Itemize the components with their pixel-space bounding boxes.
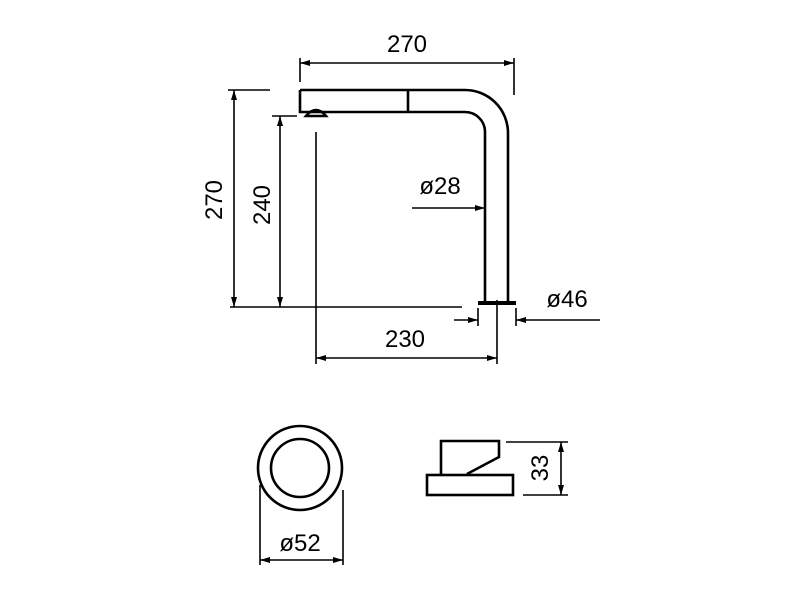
dim-label: 270 [201, 180, 228, 220]
dim-label: 33 [527, 455, 554, 482]
dim-outlet-to-center: 230 [315, 132, 498, 364]
dim-label: ø52 [279, 530, 320, 557]
dim-label: 240 [249, 185, 276, 225]
handle-side-view: 33 [425, 439, 568, 497]
handle-top-view: ø52 [256, 424, 344, 565]
dim-label: ø28 [419, 173, 460, 200]
dim-label: 270 [387, 31, 427, 58]
faucet-side-view [298, 88, 516, 305]
dim-spout-height: 240 [249, 115, 297, 307]
dim-label: 230 [385, 326, 425, 353]
dim-pipe-diameter: ø28 [412, 173, 485, 211]
aerator [303, 108, 329, 118]
dim-base-diameter: ø46 [454, 286, 600, 326]
dim-label: ø46 [546, 286, 587, 313]
dim-spout-reach: 270 [299, 31, 515, 95]
dim-total-height: 270 [201, 89, 462, 308]
